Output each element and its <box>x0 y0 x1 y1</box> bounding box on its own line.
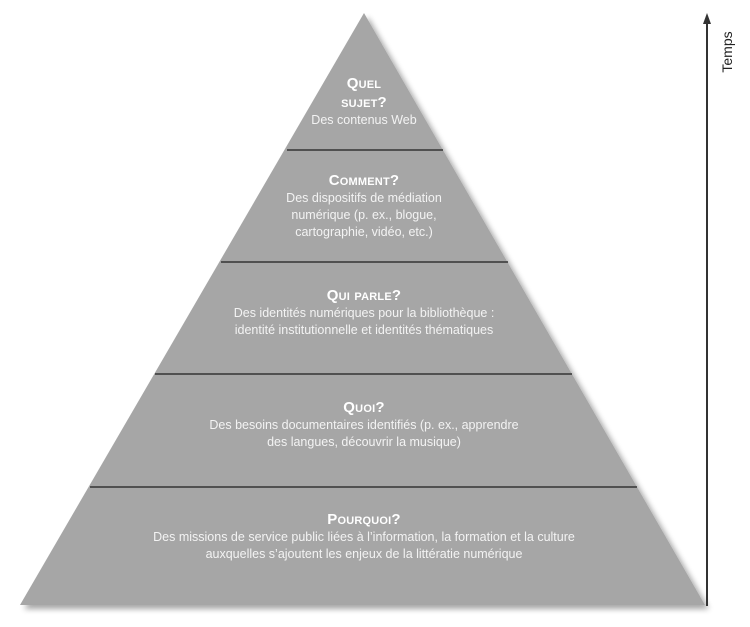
tier-title: Pourquoi? <box>327 511 401 528</box>
tier-comment: Comment? Des dispositifs de médiation nu… <box>286 171 442 241</box>
tier-quoi: Quoi? Des besoins documentaires identifi… <box>209 398 518 451</box>
pyramid-shape <box>20 13 705 605</box>
time-arrow-head-icon <box>703 13 711 24</box>
tier-title: Quel <box>346 75 382 92</box>
tier-body: Des missions de service public liées à l… <box>153 530 575 544</box>
tier-title: Qui parle? <box>326 287 402 304</box>
tier-body: identité institutionnelle et identités t… <box>234 323 494 337</box>
tier-title: Quoi? <box>343 399 385 416</box>
tier-body: Des besoins documentaires identifiés (p.… <box>209 418 519 432</box>
tier-body: cartographie, vidéo, etc.) <box>295 225 433 239</box>
tier-qui-parle: Qui parle? Des identités numériques pour… <box>234 286 495 339</box>
tier-body: Des contenus Web <box>311 113 417 127</box>
tier-title: sujet? <box>341 94 387 111</box>
tier-body: Des identités numériques pour la bibliot… <box>233 306 495 320</box>
tier-body: auxquelles s’ajoutent les enjeux de la l… <box>205 547 523 561</box>
time-axis-label: Temps <box>719 31 735 73</box>
tier-body: des langues, découvrir la musique) <box>267 435 461 449</box>
tier-quel-sujet: Quel sujet? Des contenus Web <box>311 74 416 129</box>
tier-body: Des dispositifs de médiation <box>286 191 442 205</box>
tier-title: Comment? <box>328 172 400 189</box>
tier-body: numérique (p. ex., blogue, <box>291 208 437 222</box>
tier-pourquoi: Pourquoi? Des missions de service public… <box>153 510 575 563</box>
